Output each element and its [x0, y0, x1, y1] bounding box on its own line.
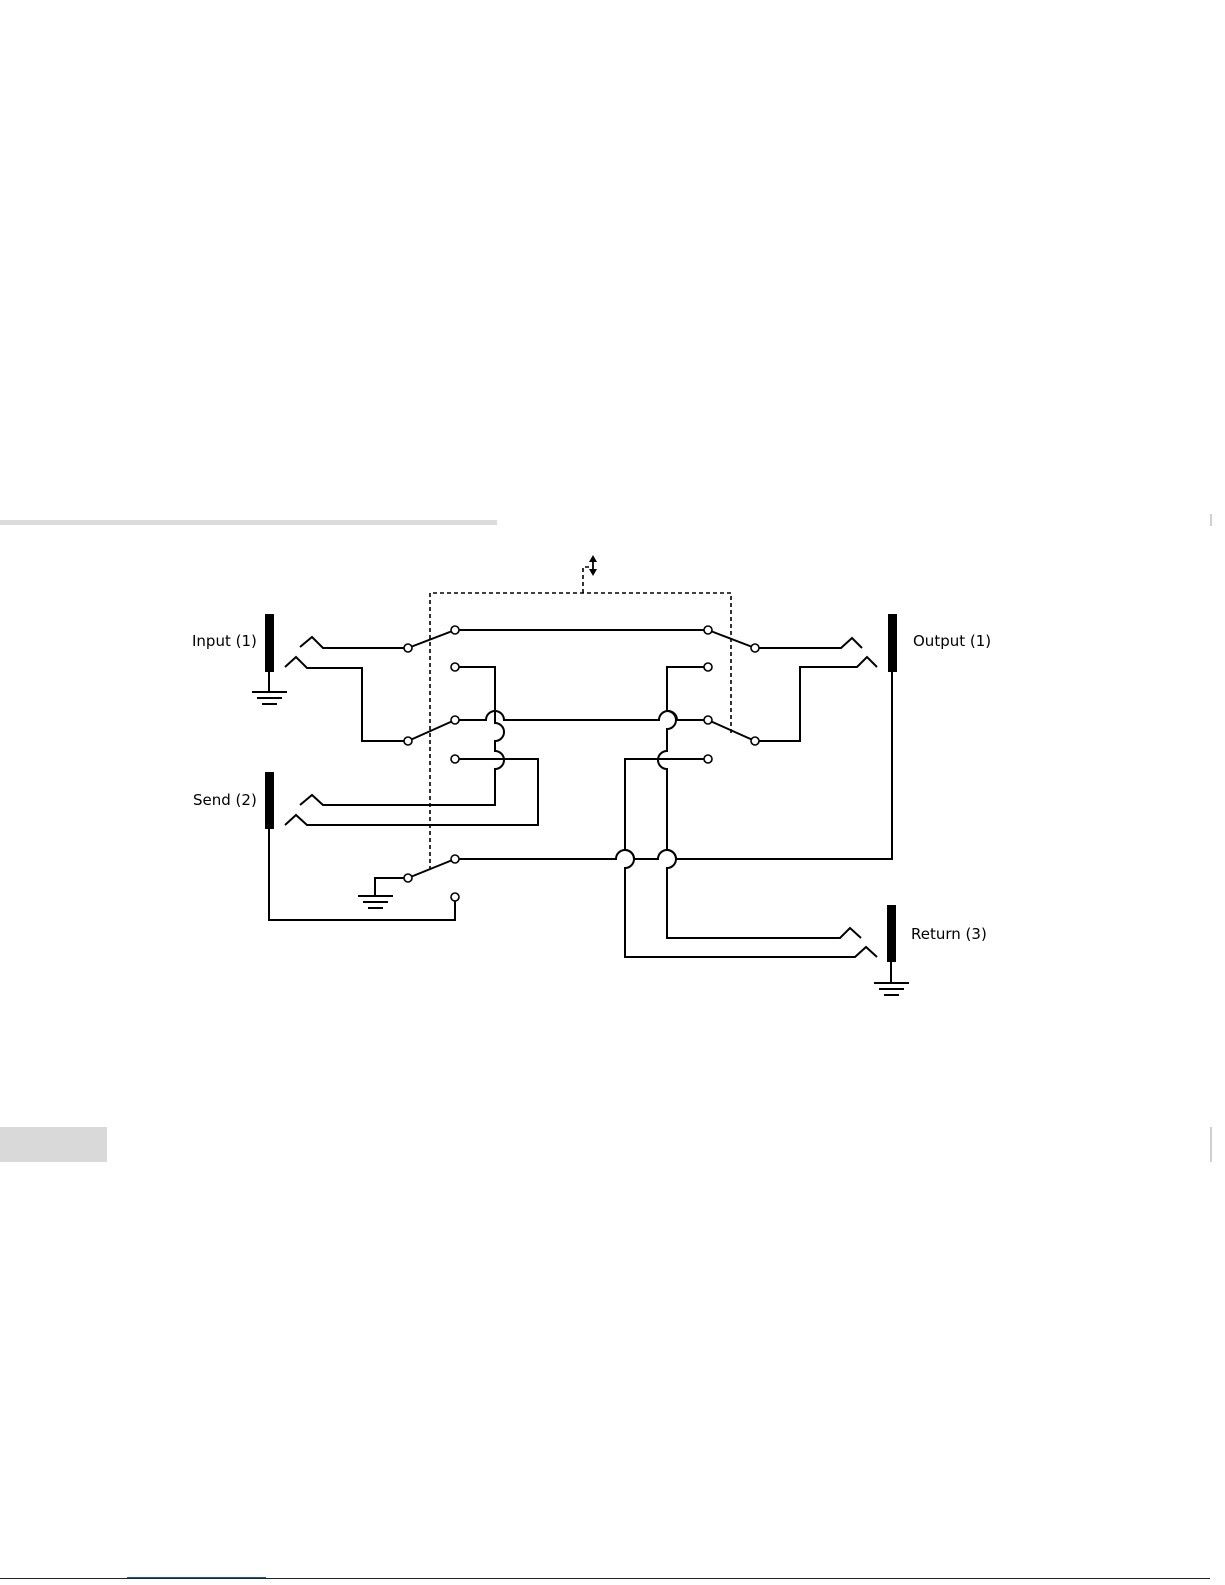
switch-contact — [451, 626, 459, 634]
actuator-arrow-icon — [589, 555, 597, 576]
output-label: Output (1) — [913, 632, 991, 650]
ground-icon — [358, 878, 408, 908]
switch-contact — [404, 874, 412, 882]
input-tip-wire — [300, 637, 408, 648]
ground-icon — [252, 672, 287, 704]
switch-contact — [451, 716, 459, 724]
switch-contact — [751, 737, 759, 745]
input-label: Input (1) — [192, 632, 257, 650]
ground-icon — [874, 962, 909, 995]
switch-contact — [451, 663, 459, 671]
left-switch-arm — [408, 859, 455, 878]
bottom-common-wire — [455, 672, 892, 859]
switch-contact — [704, 663, 712, 671]
switch-contact — [451, 755, 459, 763]
send-jack — [265, 772, 274, 829]
send-sleeve-wire — [269, 829, 455, 920]
switch-contact — [404, 644, 412, 652]
return-jack — [887, 905, 896, 962]
return-label: Return (3) — [911, 925, 987, 943]
output-ring-wire — [755, 657, 877, 741]
output-jack — [888, 614, 897, 672]
switch-contact — [704, 626, 712, 634]
switch-contact — [751, 644, 759, 652]
output-tip-wire — [755, 638, 862, 648]
input-jack — [265, 614, 274, 672]
send-tip-wire — [300, 667, 504, 805]
send-label: Send (2) — [193, 791, 257, 809]
send-ring-wire — [285, 759, 538, 825]
switch-contact — [451, 855, 459, 863]
left-switch-arm — [408, 720, 455, 741]
right-link-wire — [658, 667, 861, 938]
switch-contact — [704, 755, 712, 763]
switch-contact — [404, 737, 412, 745]
left-switch-arm — [408, 630, 455, 648]
input-ring-wire — [285, 657, 408, 741]
switch-contact — [451, 893, 459, 901]
switch-contact — [704, 716, 712, 724]
